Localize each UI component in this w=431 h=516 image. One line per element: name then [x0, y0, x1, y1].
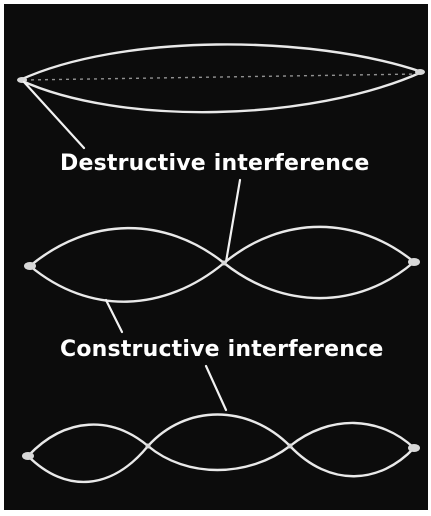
bottom-right-end — [408, 444, 420, 452]
middle-left-end — [24, 262, 36, 270]
destructive-interference-label: Destructive interference — [60, 151, 370, 176]
middle-right-end — [408, 258, 420, 266]
constructive-interference-label: Constructive interference — [60, 337, 383, 362]
right-string-end — [415, 69, 425, 75]
middle-node — [222, 261, 227, 266]
bottom-node-1 — [146, 444, 151, 449]
bottom-left-end — [22, 452, 34, 460]
bottom-node-2 — [288, 444, 293, 449]
